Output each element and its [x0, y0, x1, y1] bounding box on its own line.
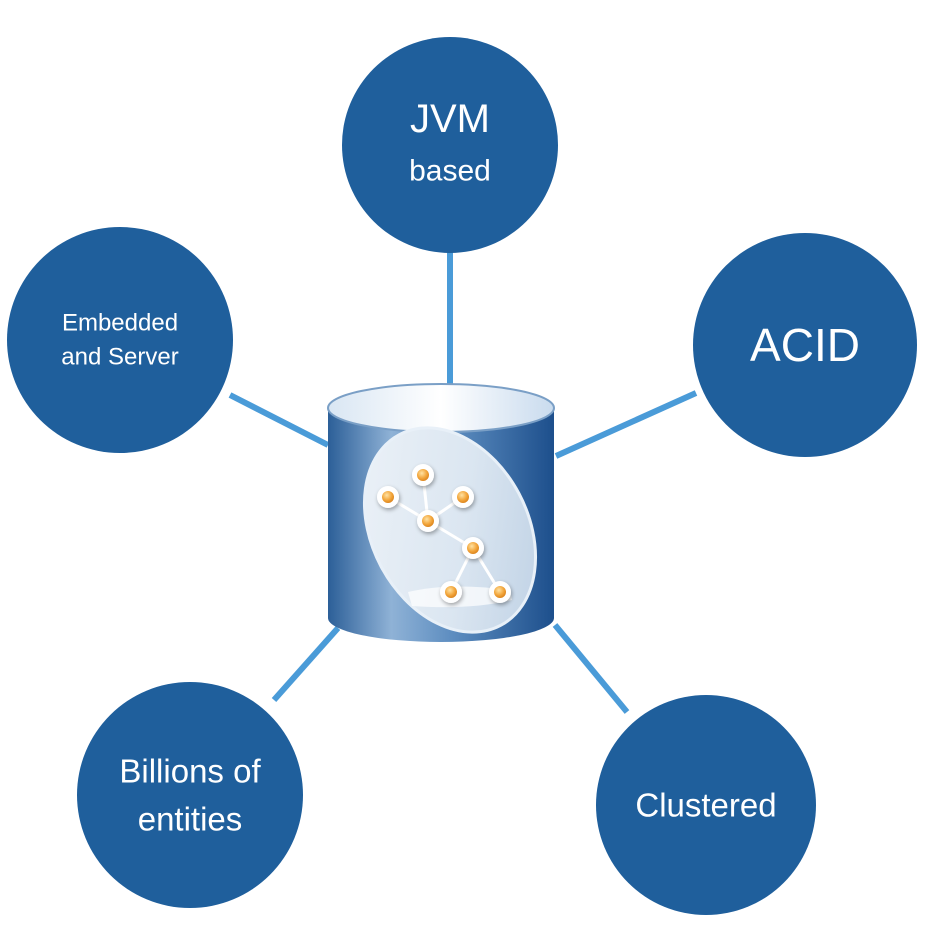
graph-database-cylinder-icon [327, 383, 555, 642]
graph-node [489, 581, 511, 603]
feature-bubble-circle [77, 682, 303, 908]
feature-label: JVM [410, 97, 490, 141]
feature-bubble-circle [7, 227, 233, 453]
connector-line [554, 390, 698, 459]
feature-bubble-circle [693, 233, 917, 457]
feature-bubble: ACID [693, 233, 917, 457]
feature-label: Embedded [62, 310, 178, 337]
feature-label: entities [138, 801, 243, 838]
feature-label: based [409, 155, 491, 188]
feature-bubble: Clustered [596, 695, 816, 915]
feature-bubble: Billions of entities [77, 682, 303, 908]
connector-line [271, 626, 341, 702]
graph-node [412, 464, 434, 486]
feature-label: and Server [61, 344, 178, 371]
graph-node [462, 537, 484, 559]
graph-node [440, 581, 462, 603]
graph-node [377, 486, 399, 508]
graph-nodes [377, 464, 511, 603]
feature-bubble: Embedded and Server [7, 227, 233, 453]
connector-line [228, 392, 330, 448]
connector-line [552, 623, 630, 714]
graph-node [452, 486, 474, 508]
feature-bubble: JVM based [342, 37, 558, 253]
feature-label: Clustered [635, 787, 776, 824]
connector-lines [228, 248, 698, 714]
feature-label: Billions of [119, 753, 261, 790]
feature-label: ACID [750, 319, 860, 371]
graph-node [417, 510, 439, 532]
feature-bubble-circle [342, 37, 558, 253]
feature-bubble-circle [596, 695, 816, 915]
